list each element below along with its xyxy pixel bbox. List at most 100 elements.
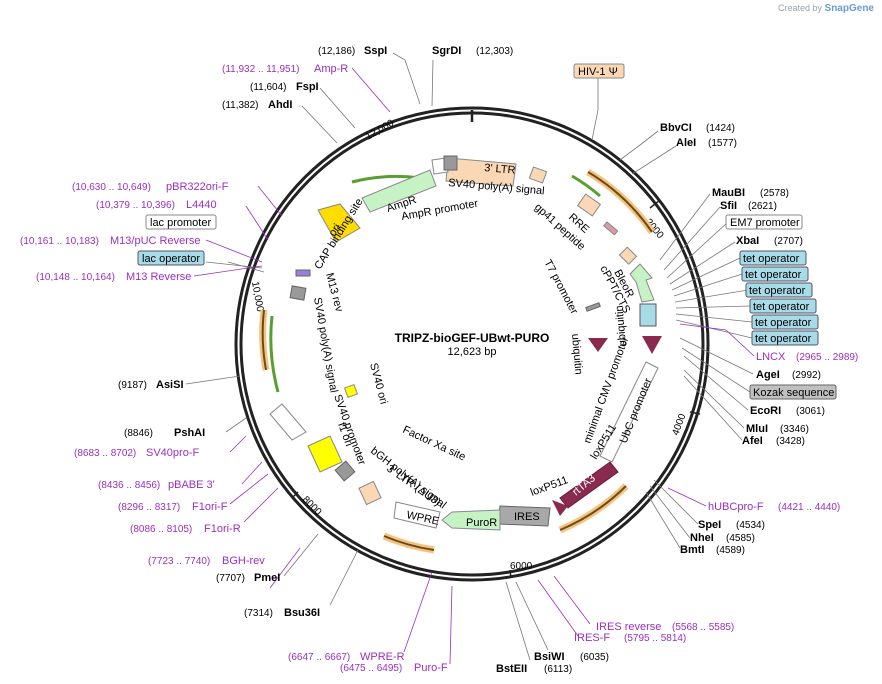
feature-ltr-small xyxy=(528,166,548,184)
credit-brand: SnapGene xyxy=(824,3,874,14)
enz-bsteii: BstEII xyxy=(496,663,527,675)
primer-m13rev-pos: (10,148 .. 10,164) xyxy=(36,272,115,283)
label-ubiq2: ubiquitin xyxy=(613,305,629,347)
feature-rtta3-head xyxy=(552,500,568,516)
primer-l4440: L4440 xyxy=(186,199,217,211)
enz-alei: AleI xyxy=(676,137,696,149)
enz-sspi-pos: (12,186) xyxy=(318,46,355,57)
feature-gp41 xyxy=(603,221,619,236)
enz-sgrdi-pos: (12,303) xyxy=(476,46,513,57)
primer-wpre: WPRE-R xyxy=(360,651,405,663)
label-sv40-ori: SV40 ori xyxy=(367,362,390,406)
feature-bleor xyxy=(629,263,655,303)
feature-ampr xyxy=(361,169,437,213)
primer-labels: (11,932 .. 11,951) Amp-R (10,630 .. 10,6… xyxy=(20,63,858,674)
enz-nhei-pos: (4585) xyxy=(726,533,755,544)
enz-agei-pos: (2992) xyxy=(792,370,821,381)
enz-bmti: BmtI xyxy=(680,544,704,556)
label-bgh: bGH poly(A) signal xyxy=(368,445,448,511)
label-ubiq1: ubiquitin xyxy=(569,333,585,375)
primer-f1r: F1ori-R xyxy=(204,523,241,535)
primer-m13puc-pos: (10,161 .. 10,183) xyxy=(20,236,99,247)
enz-bsu36i: Bsu36I xyxy=(284,607,320,619)
feature-ubc-promoter xyxy=(599,361,659,463)
feature-wpre xyxy=(393,501,441,529)
enz-ahdi-pos: (11,382) xyxy=(222,100,259,111)
primer-ampr-pos: (11,932 .. 11,951) xyxy=(222,64,299,75)
primer-lncx-pos: (2965 .. 2989) xyxy=(796,352,858,363)
enz-bbvci: BbvCI xyxy=(660,122,692,134)
feature-tet-cluster xyxy=(639,303,657,327)
primer-pbr322: pBR322ori-F xyxy=(166,181,229,193)
box-tet-4: tet operator xyxy=(753,301,810,313)
label-3ltr: 3' LTR xyxy=(484,162,516,177)
credit-prefix: Created by xyxy=(777,3,823,13)
enzyme-labels: (12,186) SspI SgrDI (12,303) (11,604) Fs… xyxy=(118,45,825,675)
enz-asisi: AsiSI xyxy=(156,379,184,391)
primer-ires-rev-pos: (5568 .. 5585) xyxy=(672,622,734,633)
primer-ires-rev: IRES reverse xyxy=(596,621,661,633)
enz-sfii-pos: (2621) xyxy=(748,201,777,212)
enz-afei-pos: (3428) xyxy=(776,436,805,447)
enz-pshai: PshAI xyxy=(174,427,205,439)
feature-ltr-du3 xyxy=(358,480,382,506)
feature-ubiq-arrow-1 xyxy=(588,338,608,352)
feature-f1-ori xyxy=(307,435,343,473)
primer-m13puc: M13/pUC Reverse xyxy=(110,235,200,247)
enz-ahdi: AhdI xyxy=(268,99,292,111)
box-tet-3: tet operator xyxy=(749,285,806,297)
enz-maubi-pos: (2578) xyxy=(760,188,789,199)
primer-m13rev: M13 Reverse xyxy=(126,271,191,283)
feature-sv40-promoter xyxy=(269,403,307,441)
primer-pbabe: pBABE 3' xyxy=(168,479,215,491)
primer-wpre-pos: (6647 .. 6667) xyxy=(288,652,350,663)
enz-afei: AfeI xyxy=(742,435,763,447)
enz-sfii: SfiI xyxy=(720,200,737,212)
plasmid-name: TRIPZ-bioGEF-UBwt-PURO xyxy=(395,331,550,345)
enz-bsiwi: BsiWI xyxy=(534,651,565,663)
primer-puro-pos: (6475 .. 6495) xyxy=(340,663,402,674)
feature-lac xyxy=(295,269,311,277)
feature-rre xyxy=(576,193,602,217)
tick-12000: 12,000 xyxy=(364,118,396,143)
enz-mlui: MluI xyxy=(746,423,768,435)
enz-spei-pos: (4534) xyxy=(736,520,765,531)
enz-fspi-pos: (11,604) xyxy=(250,82,287,93)
primer-f1f: F1ori-F xyxy=(192,501,228,513)
enz-xbai: XbaI xyxy=(736,235,759,247)
tick-6000: 6000 xyxy=(510,561,533,572)
feature-cppt xyxy=(618,246,638,265)
feature-ori xyxy=(317,203,361,243)
enz-maubi: MauBI xyxy=(712,187,745,199)
enz-nhei: NheI xyxy=(690,532,714,544)
primer-ires-f-pos: (5795 .. 5814) xyxy=(624,633,686,644)
primer-pbr322-pos: (10,630 .. 10,649) xyxy=(72,182,151,193)
box-tet-6: tet operator xyxy=(755,333,812,345)
enz-mlui-pos: (3346) xyxy=(780,424,809,435)
enz-bsiwi-pos: (6035) xyxy=(580,652,609,663)
features xyxy=(269,155,662,531)
enz-bmti-pos: (4589) xyxy=(716,545,745,556)
enz-alei-pos: (1577) xyxy=(708,138,737,149)
primer-sv40pro-pos: (8683 .. 8702) xyxy=(74,448,136,459)
primer-f1f-pos: (8296 .. 8317) xyxy=(118,502,180,513)
enz-asisi-pos: (9187) xyxy=(118,380,147,391)
leader-lines xyxy=(185,52,754,661)
enz-bbvci-pos: (1424) xyxy=(706,123,735,134)
enz-bsteii-pos: (6113) xyxy=(544,664,572,675)
snapgene-credit: Created by SnapGene xyxy=(778,3,874,14)
backbone-outer xyxy=(234,106,710,582)
box-hiv: HIV-1 Ψ xyxy=(578,66,618,78)
enz-pmei: PmeI xyxy=(254,572,280,584)
primer-hubc-pos: (4421 .. 4440) xyxy=(778,502,840,513)
enz-bsu36i-pos: (7314) xyxy=(244,608,273,619)
box-tet-2: tet operator xyxy=(745,269,802,281)
primer-bgh: BGH-rev xyxy=(222,555,265,567)
feature-bgh xyxy=(334,460,356,482)
box-tet-5: tet operator xyxy=(755,317,812,329)
feature-puror xyxy=(441,509,501,531)
primer-lncx: LNCX xyxy=(756,351,786,363)
box-kozak: Kozak sequence xyxy=(753,387,834,399)
label-ires: IRES xyxy=(514,511,540,523)
